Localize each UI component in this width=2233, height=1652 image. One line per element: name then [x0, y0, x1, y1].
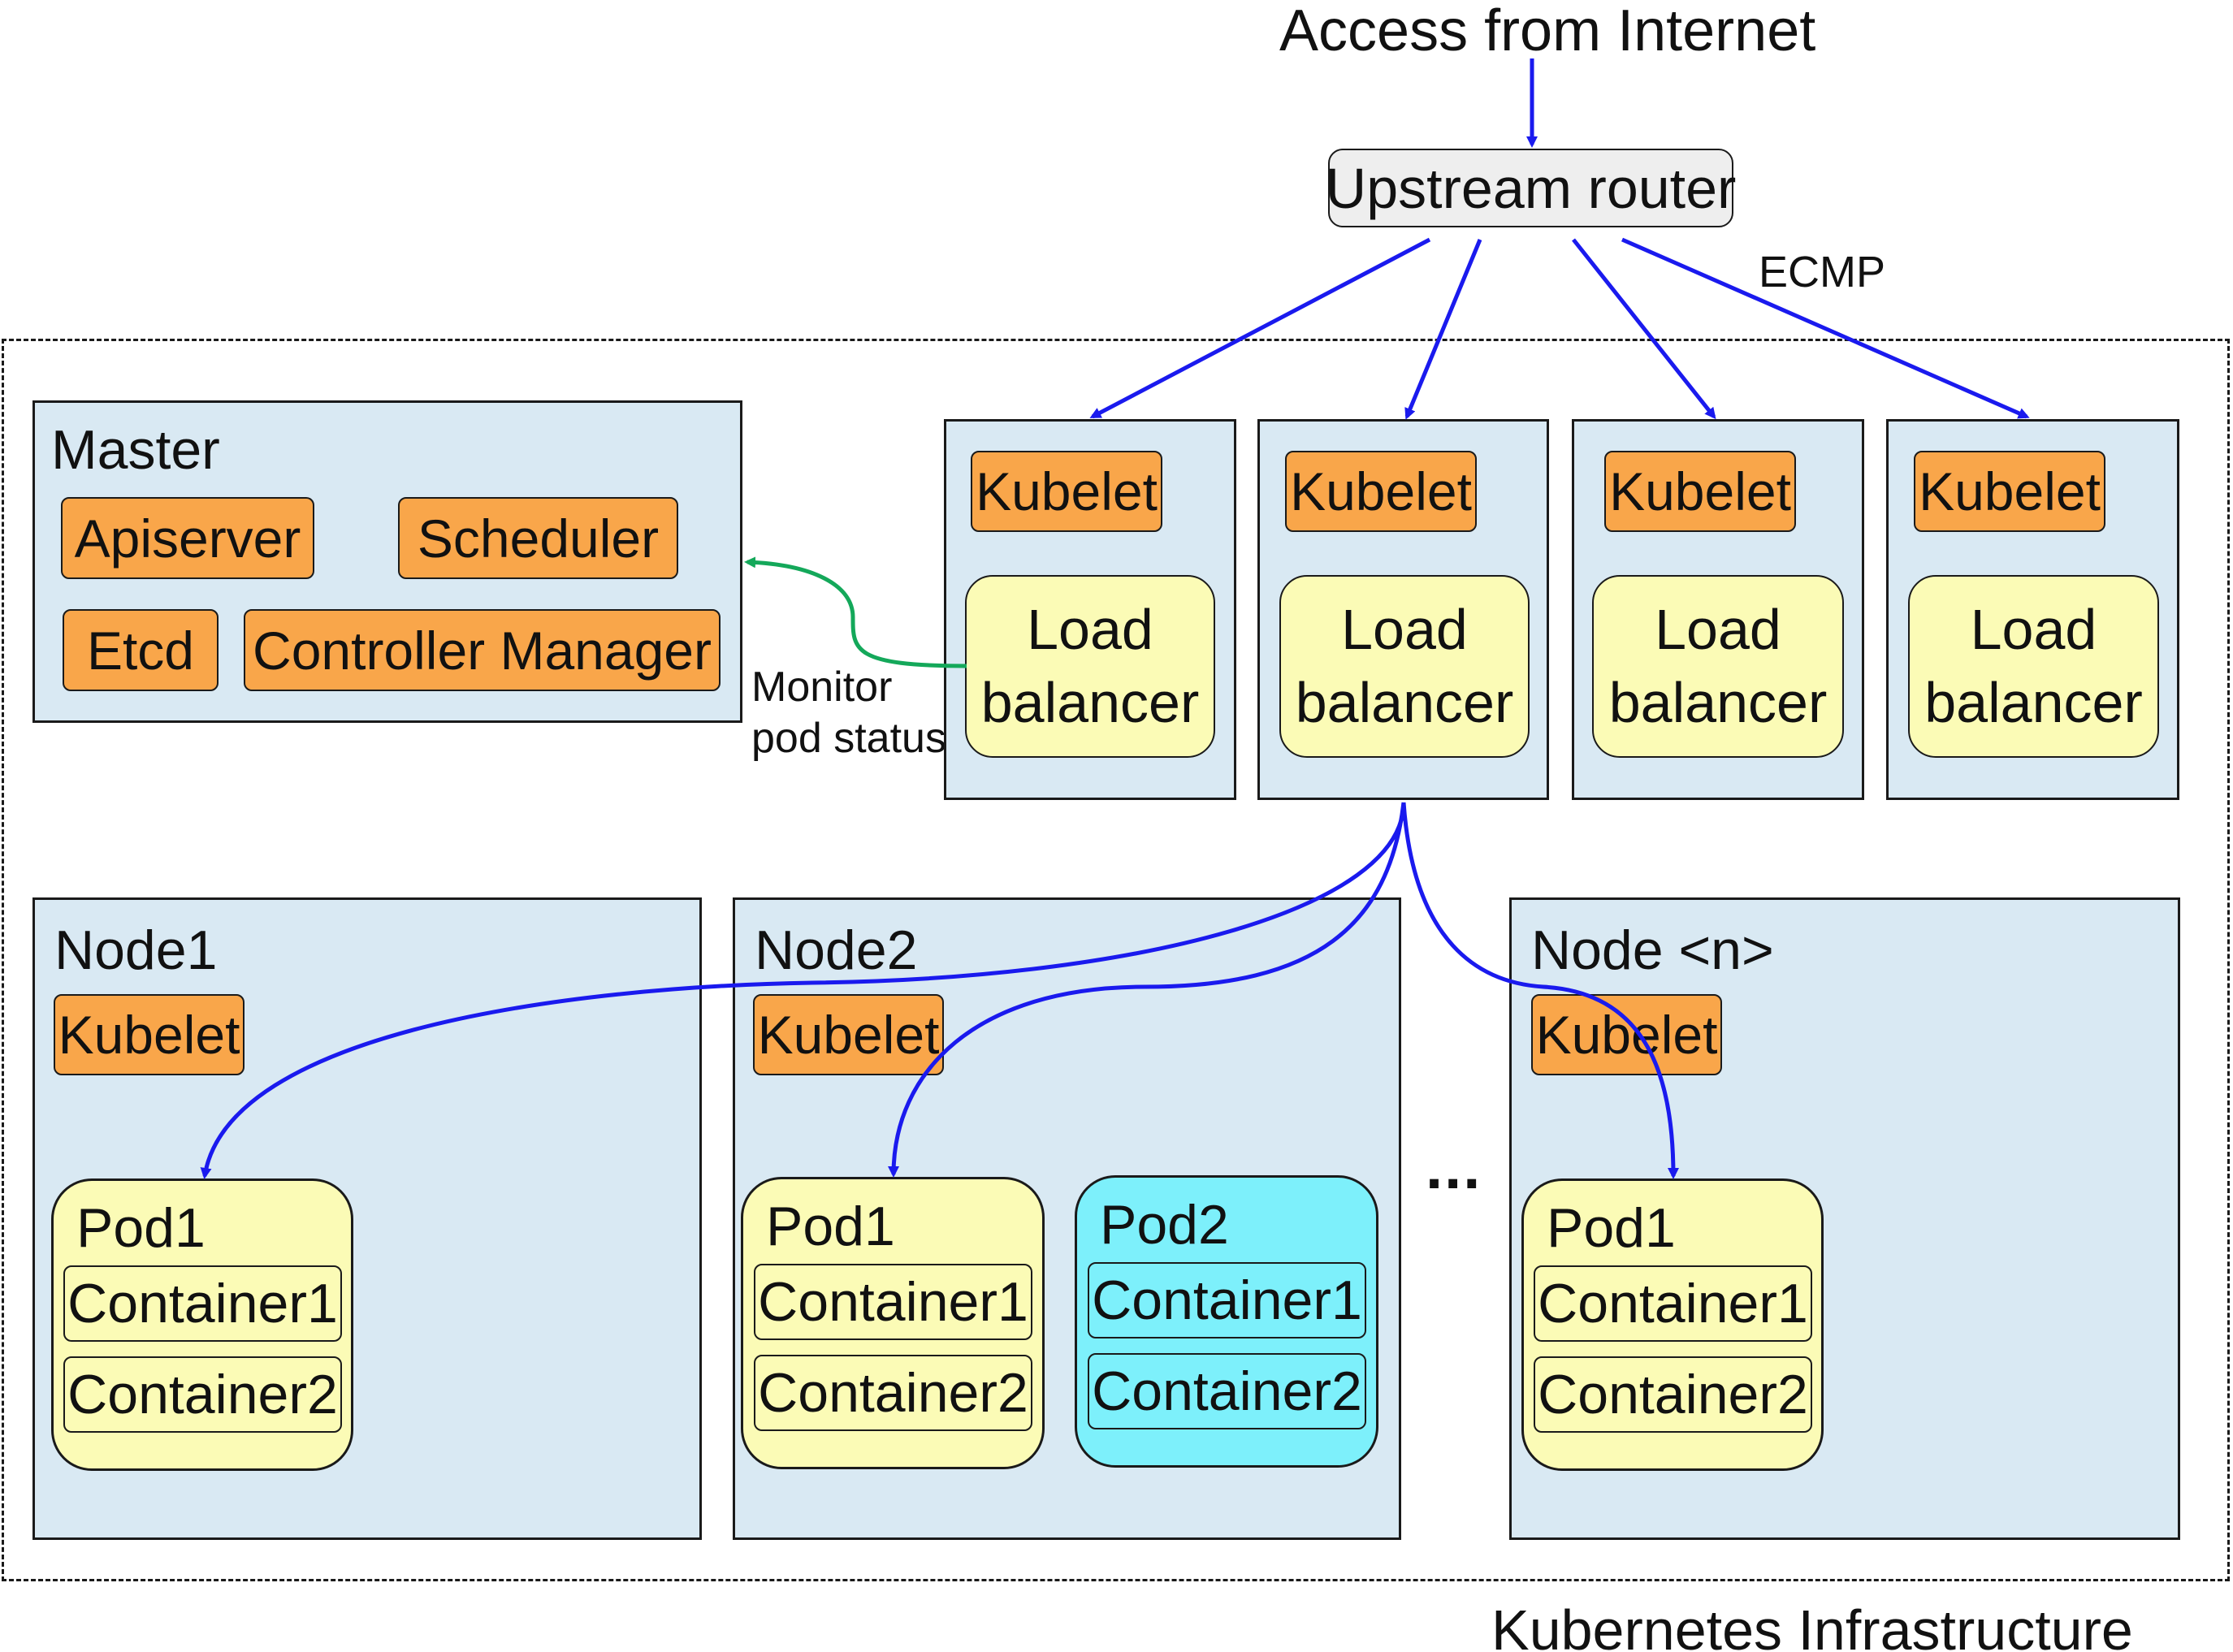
node-n-kubelet-label: Kubelet	[1535, 1005, 1718, 1065]
apiserver-label: Apiserver	[74, 508, 301, 569]
node-n-pod-1-title: Pod1	[1547, 1197, 1676, 1259]
kubernetes-infrastructure-label: Kubernetes Infrastructure	[1491, 1598, 2133, 1652]
node-1-kubelet-label: Kubelet	[58, 1005, 240, 1065]
node-2-pod-2: Pod2 Container1 Container2	[1075, 1175, 1378, 1468]
page-title: Access from Internet	[1279, 0, 1816, 63]
node-n-pod-1: Pod1 Container1 Container2	[1521, 1178, 1824, 1471]
load-balancer-3: Load balancer	[1592, 575, 1844, 758]
monitor-label-line1: Monitor	[751, 664, 893, 711]
lb-node-2-kubelet: Kubelet	[1285, 451, 1477, 532]
lb-node-3-kubelet-label: Kubelet	[1609, 461, 1791, 521]
node-n-pod-1-container-2-label: Container2	[1538, 1364, 1808, 1425]
load-balancer-2: Load balancer	[1279, 575, 1530, 758]
lb-node-1-kubelet: Kubelet	[971, 451, 1162, 532]
node-1-title: Node1	[54, 919, 218, 981]
node-2-pod-1-container-2-label: Container2	[758, 1362, 1028, 1424]
upstream-router-label: Upstream router	[1325, 156, 1737, 220]
load-balancer-4-line1: Load	[1970, 597, 2097, 661]
node-2-pod-1-container-1-label: Container1	[758, 1271, 1028, 1333]
node-n-pod-1-container-1: Container1	[1534, 1265, 1812, 1342]
node-n-pod-1-container-2: Container2	[1534, 1356, 1812, 1433]
node-2-pod-2-title: Pod2	[1100, 1194, 1229, 1256]
node-n-title: Node <n>	[1531, 919, 1774, 981]
node-1-pod-1-container-1: Container1	[63, 1265, 342, 1342]
node-n-kubelet: Kubelet	[1531, 994, 1722, 1075]
lb-node-3-kubelet: Kubelet	[1604, 451, 1796, 532]
node-n-pod-1-container-1-label: Container1	[1538, 1273, 1808, 1334]
node-2-pod-1-container-1: Container1	[754, 1264, 1032, 1340]
load-balancer-2-line2: balancer	[1295, 670, 1514, 734]
load-balancer-3-line2: balancer	[1608, 670, 1828, 734]
apiserver-box: Apiserver	[61, 497, 314, 579]
node-1-pod-1-container-2-label: Container2	[67, 1364, 338, 1425]
node-1-pod-1-container-2: Container2	[63, 1356, 342, 1433]
scheduler-box: Scheduler	[398, 497, 678, 579]
load-balancer-1: Load balancer	[965, 575, 1215, 758]
node-2-title: Node2	[755, 919, 918, 981]
node-1-pod-1-title: Pod1	[76, 1197, 206, 1259]
lb-node-1-kubelet-label: Kubelet	[976, 461, 1158, 521]
etcd-label: Etcd	[86, 620, 195, 681]
ecmp-label: ECMP	[1759, 248, 1886, 296]
more-nodes-ellipsis: ...	[1426, 1133, 1482, 1202]
node-2-pod-2-container-2: Container2	[1088, 1353, 1366, 1429]
lb-node-4-kubelet-label: Kubelet	[1919, 461, 2101, 521]
node-2-pod-1: Pod1 Container1 Container2	[741, 1177, 1045, 1469]
node-2-pod-1-title: Pod1	[766, 1196, 895, 1257]
monitor-label-line2: pod status	[751, 715, 946, 763]
node-2-pod-1-container-2: Container2	[754, 1355, 1032, 1431]
node-2-pod-2-container-1-label: Container1	[1092, 1269, 1362, 1331]
node-1-pod-1-container-1-label: Container1	[67, 1273, 338, 1334]
load-balancer-1-line2: balancer	[980, 670, 1200, 734]
node-2-kubelet-label: Kubelet	[757, 1005, 940, 1065]
node-2-pod-2-container-1: Container1	[1088, 1262, 1366, 1338]
master-title: Master	[51, 419, 220, 481]
node-2-pod-2-container-2-label: Container2	[1092, 1360, 1362, 1422]
load-balancer-2-line1: Load	[1341, 597, 1468, 661]
lb-node-2-kubelet-label: Kubelet	[1290, 461, 1472, 521]
etcd-box: Etcd	[63, 609, 219, 691]
load-balancer-4: Load balancer	[1908, 575, 2159, 758]
scheduler-label: Scheduler	[417, 508, 660, 569]
node-1-pod-1: Pod1 Container1 Container2	[51, 1178, 353, 1471]
node-1-kubelet: Kubelet	[54, 994, 245, 1075]
controller-manager-label: Controller Manager	[253, 620, 712, 681]
controller-manager-box: Controller Manager	[244, 609, 721, 691]
monitor-label: Monitor pod status	[751, 662, 946, 765]
node-2-kubelet: Kubelet	[753, 994, 944, 1075]
lb-node-4-kubelet: Kubelet	[1914, 451, 2105, 532]
load-balancer-1-line1: Load	[1027, 597, 1153, 661]
upstream-router: Upstream router	[1326, 149, 1736, 227]
load-balancer-3-line1: Load	[1655, 597, 1781, 661]
load-balancer-4-line2: balancer	[1924, 670, 2143, 734]
